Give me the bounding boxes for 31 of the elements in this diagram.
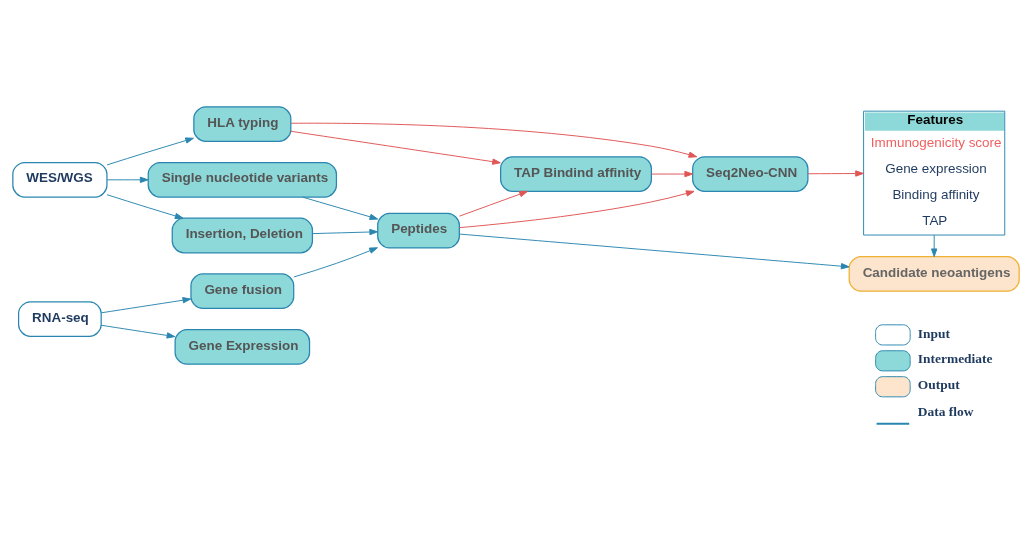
node-box: Peptides (377, 212, 460, 249)
node-box: Gene Expression (174, 329, 311, 365)
legend-label: Output (917, 377, 960, 393)
node-box: Seq2Neo-CNN (692, 156, 809, 192)
arrow (459, 190, 695, 229)
arrow (290, 122, 698, 158)
arrow (458, 233, 850, 270)
arrow (807, 170, 864, 177)
arrow (106, 194, 184, 220)
node-box: Single nucleotide variants (147, 161, 338, 198)
arrow (100, 297, 192, 314)
arrow (106, 176, 149, 183)
arrow (290, 130, 501, 165)
node-box: WES/WGS (12, 161, 108, 198)
legend-label: Input (917, 325, 950, 341)
node-box: TAP Bindind affinity (500, 156, 652, 192)
arrow (293, 247, 378, 278)
arrow (302, 196, 379, 220)
node-box: Gene fusion (190, 273, 295, 310)
arrow (100, 324, 176, 339)
legend-label: Data flow (917, 404, 974, 420)
node-box: HLA typing (193, 106, 292, 143)
arrow (931, 234, 938, 258)
arrow (651, 170, 694, 178)
node-box: Insertion, Deletion (171, 217, 314, 254)
arrow (459, 190, 528, 217)
node-box: RNA-seq (17, 301, 102, 337)
legend-label: Intermediate (917, 351, 993, 367)
arrow (312, 228, 379, 236)
node-box: Candidate neoantigens (848, 256, 1020, 292)
arrow (106, 137, 194, 166)
